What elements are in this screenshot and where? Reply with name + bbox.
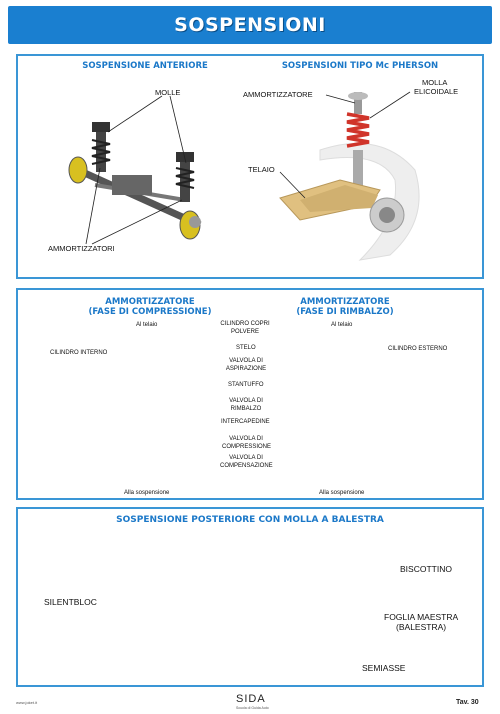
label-silentbloc: SILENTBLOC [44, 597, 97, 607]
rebound-title-1: AMMORTIZZATORE [300, 297, 390, 307]
valvola-asp-line2: ASPIRAZIONE [225, 365, 267, 372]
label-semiasse: SEMIASSE [362, 663, 406, 673]
label-biscottino: BISCOTTINO [400, 564, 452, 574]
alla-sospensione-left: Alla sospensione [124, 490, 170, 496]
mcpherson-title: SOSPENSIONI TIPO Mc PHERSON [281, 61, 439, 71]
cilindro-esterno: CILINDRO ESTERNO [388, 346, 448, 352]
label-stelo: STELO [236, 345, 256, 351]
foglia-line1: FOGLIA MAESTRA [384, 612, 459, 622]
label-ammortizzatori: AMMORTIZZATORI [48, 244, 115, 253]
valvola-compens-line2: COMPENSAZIONE [220, 462, 273, 469]
valvola-comp-line2: COMPRESSIONE [222, 443, 272, 450]
rear-suspension-panel [16, 507, 484, 687]
valvola-asp-line1: VALVOLA DI [229, 358, 263, 364]
label-telaio: TELAIO [248, 165, 275, 174]
page-title: SOSPENSIONI [174, 14, 326, 36]
label-molle: MOLLE [155, 88, 181, 97]
cilindro-interno: CILINDRO INTERNO [50, 350, 108, 356]
valvola-compens-line1: VALVOLA DI [229, 455, 263, 461]
rebound-title-2: (FASE DI RIMBALZO) [296, 307, 394, 317]
label-stantuffo: STANTUFFO [228, 382, 264, 388]
panel1-leaders [85, 91, 411, 245]
label-foglia-maestra: FOGLIA MAESTRA (BALESTRA) [384, 612, 458, 632]
footer-url: www.joket.it [16, 700, 38, 705]
footer-logo-sub: Scuola di Guida Auto [236, 706, 269, 710]
mcpherson-illustration [279, 92, 420, 261]
shock-absorber-panel [16, 288, 484, 500]
footer-page: Tav. 30 [456, 699, 479, 706]
label-molla: MOLLA [422, 78, 448, 87]
label-valvola-compressione: VALVOLA DI COMPRESSIONE [222, 436, 272, 451]
front-axle-illustration [68, 122, 202, 240]
label-valvola-rimbalzo: VALVOLA DI RIMBALZO [226, 398, 266, 413]
valvola-comp-line1: VALVOLA DI [229, 436, 263, 442]
compression-title-2: (FASE DI COMPRESSIONE) [88, 307, 212, 317]
label-valvola-aspirazione: VALVOLA DI ASPIRAZIONE [224, 358, 268, 373]
title-banner: SOSPENSIONI [8, 6, 492, 44]
al-telaio-left: Al telaio [136, 322, 158, 328]
cilindro-copri-line2: POLVERE [231, 328, 259, 335]
label-ammortizzatore: AMMORTIZZATORE [243, 90, 313, 99]
rear-suspension-title: SOSPENSIONE POSTERIORE CON MOLLA A BALES… [116, 515, 384, 525]
foglia-line2: (BALESTRA) [396, 622, 447, 632]
valvola-rimb-line2: RIMBALZO [230, 405, 262, 412]
label-intercapedine: INTERCAPEDINE [221, 419, 270, 425]
label-valvola-compensazione: VALVOLA DI COMPENSAZIONE [220, 455, 273, 470]
label-cilindro-copri: CILINDRO COPRI POLVERE [220, 321, 270, 336]
label-elicoidale: ELICOIDALE [414, 87, 459, 96]
alla-sospensione-right: Alla sospensione [319, 490, 365, 496]
valvola-rimb-line1: VALVOLA DI [229, 398, 263, 404]
footer-logo: SIDA [236, 693, 266, 705]
compression-title-1: AMMORTIZZATORE [105, 297, 195, 307]
al-telaio-right: Al telaio [331, 322, 353, 328]
front-suspension-title: SOSPENSIONE ANTERIORE [82, 61, 208, 71]
cilindro-copri-line1: CILINDRO COPRI [220, 321, 270, 327]
